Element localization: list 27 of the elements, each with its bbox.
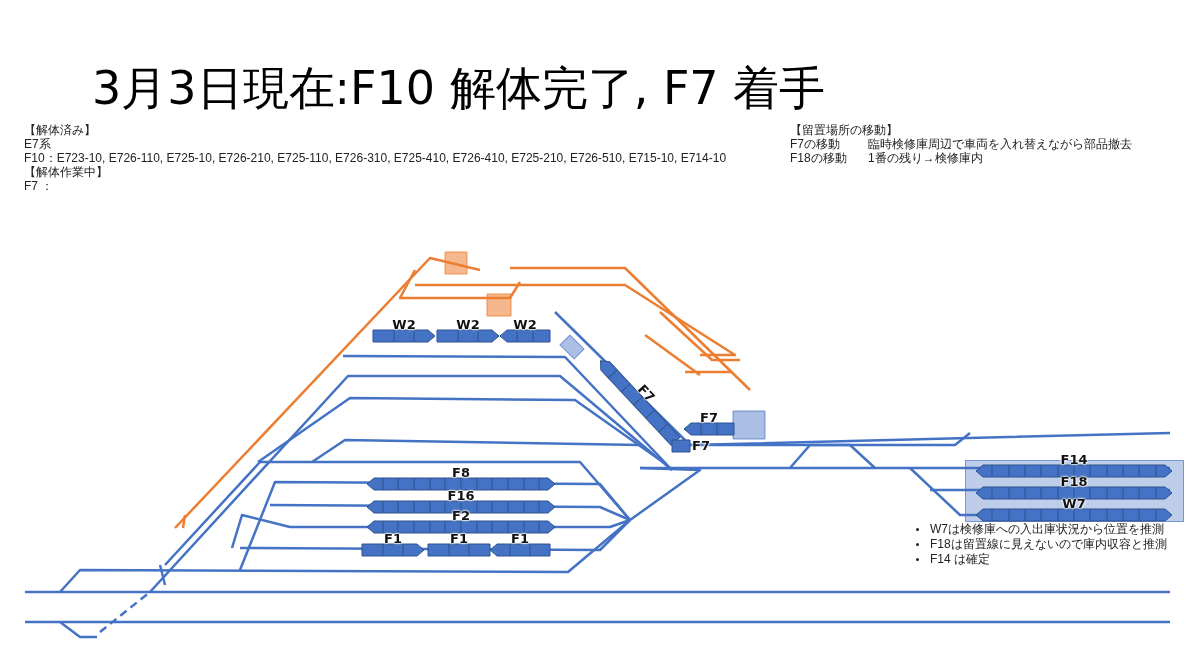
train-label: F18 [1060, 475, 1088, 489]
section-heading: 【解体済み】 [24, 124, 96, 137]
train-label: W2 [392, 318, 416, 332]
section-heading: 【解体作業中】 [24, 166, 108, 179]
note-item: W7は検修庫への入出庫状況から位置を推測 [930, 523, 1164, 536]
in-progress-note: F7 ： [24, 180, 54, 193]
train-label: F7 [700, 411, 718, 425]
title: 3月3日現在:F10 解体完了, F7 着手 [92, 60, 826, 117]
train-label: F1 [450, 532, 468, 546]
train-label: F16 [447, 489, 475, 503]
section-heading: 【留置場所の移動】 [790, 124, 898, 137]
scrapped-car-list: F10：E723-10, E726-110, E725-10, E726-210, E725-110, E726-310, E725-410, E726-410, E725-210, E726-510, E715-10, E714-10 [24, 152, 727, 165]
train-label: W2 [513, 318, 537, 332]
train-label: W2 [456, 318, 480, 332]
move-description: 1番の残り→検修庫内 [868, 152, 983, 165]
note-item: F18は留置線に見えないので庫内収容と推測 [930, 538, 1167, 551]
move-description: 臨時検修庫周辺で車両を入れ替えながら部品撤去 [868, 138, 1132, 151]
train-label: F8 [452, 466, 470, 480]
train-label: F14 [1060, 453, 1088, 467]
train-label: W7 [1062, 497, 1086, 511]
train-label: F1 [511, 532, 529, 546]
series-name: E7系 [24, 138, 51, 151]
train-label: F1 [384, 532, 402, 546]
move-item: F7の移動 [790, 138, 840, 151]
train-label: F7 [634, 382, 658, 405]
move-item: F18の移動 [790, 152, 847, 165]
note-item: F14 は確定 [930, 553, 990, 566]
